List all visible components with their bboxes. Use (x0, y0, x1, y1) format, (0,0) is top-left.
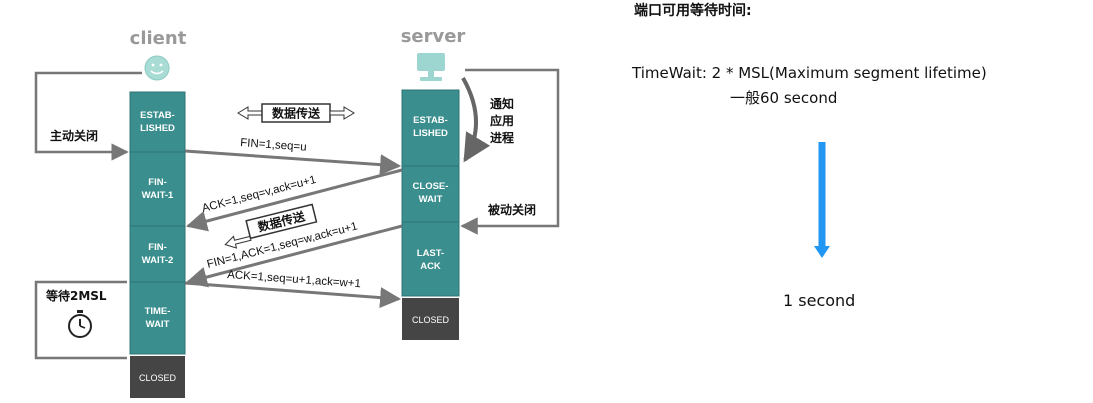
client-state-fin-wait-1 (129, 151, 186, 227)
notify-app-line-3: 进程 (490, 130, 514, 145)
wait-2msl-bracket (34, 280, 127, 360)
timewait-general: 一般60 second (730, 89, 838, 107)
client-state-established (129, 91, 186, 153)
client-state-time-wait (129, 281, 186, 355)
fin1-arrow (184, 149, 402, 176)
fin2-arrow (185, 224, 403, 288)
panel-title: 端口可用等待时间: (634, 3, 752, 19)
server-state-established (401, 89, 460, 167)
server-state-closed-label: CLOSED (412, 315, 450, 325)
stopwatch-icon (68, 310, 92, 338)
ack2-arrow (184, 281, 402, 309)
server-state-column: ESTAB- LISHED CLOSE- WAIT LAST- ACK CLOS… (401, 89, 460, 340)
timewait-formula: TimeWait: 2 * MSL(Maximum segment lifeti… (632, 64, 987, 82)
client-state-time-wait-l1: TIME- (145, 306, 171, 317)
notify-app-line-1: 通知 (490, 96, 514, 111)
client-state-fin-wait-2 (129, 225, 186, 283)
active-close-bracket (34, 71, 142, 161)
client-state-fin-wait-2-l2: WAIT-2 (142, 255, 174, 266)
passive-close-bracket (460, 68, 560, 235)
timewait-panel: 端口可用等待时间: TimeWait: 2 * MSL(Maximum segm… (600, 0, 1093, 403)
notify-app-line-2: 应用 (490, 113, 514, 128)
server-state-last-ack-l1: LAST- (417, 248, 444, 259)
data-transfer-1-label: 数据传送 (272, 106, 321, 121)
client-state-column: ESTAB- LISHED FIN- WAIT-1 FIN- WAIT-2 TI… (129, 91, 186, 398)
client-state-closed (130, 356, 185, 398)
server-state-close-wait-l2: WAIT (419, 194, 443, 205)
down-arrow-icon (814, 142, 830, 258)
ack1-arrow (185, 168, 403, 232)
client-state-fin-wait-2-l1: FIN- (148, 242, 166, 253)
server-state-last-ack-l2: ACK (420, 261, 441, 272)
client-state-fin-wait-1-l2: WAIT-1 (142, 190, 174, 201)
server-state-close-wait (401, 165, 460, 223)
server-state-established-l1: ESTAB- (413, 115, 448, 126)
server-state-close-wait-l1: CLOSE- (413, 181, 449, 192)
computer-icon (417, 53, 445, 81)
client-state-fin-wait-1-l1: FIN- (148, 177, 166, 188)
active-close-label: 主动关闭 (50, 128, 98, 143)
one-second-label: 1 second (783, 291, 856, 310)
server-state-last-ack (401, 221, 460, 297)
smiley-icon (144, 55, 170, 81)
fin1-label: FIN=1,seq=u (240, 137, 307, 154)
client-label: client (130, 28, 187, 49)
server-label: server (401, 26, 466, 47)
client-state-established-l1: ESTAB- (140, 110, 175, 121)
client-state-established-l2: LISHED (140, 123, 175, 134)
tcp-four-way-close-diagram: client server ESTAB- LISHED FIN- WAIT-1 … (34, 26, 560, 398)
data-transfer-indicator-1: 数据传送 (237, 103, 355, 123)
server-state-closed (402, 298, 459, 340)
passive-close-label: 被动关闭 (488, 202, 536, 217)
notify-app-curve (461, 77, 491, 163)
client-state-closed-label: CLOSED (139, 373, 177, 383)
wait-2msl-label: 等待2MSL (45, 288, 107, 303)
server-state-established-l2: LISHED (413, 128, 448, 139)
client-state-time-wait-l2: WAIT (146, 319, 170, 330)
